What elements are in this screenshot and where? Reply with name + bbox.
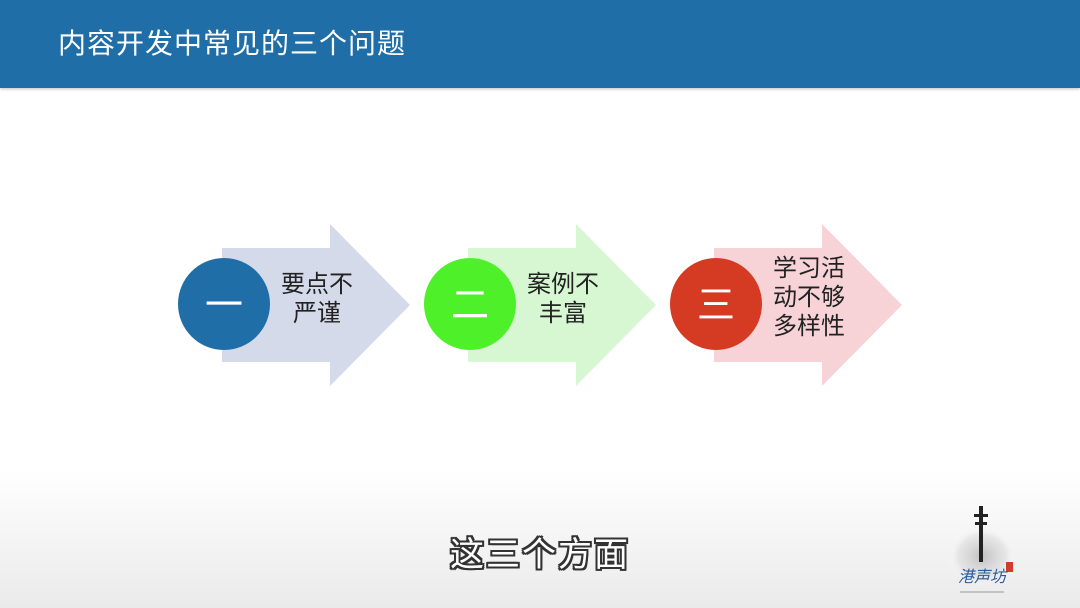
logo-text: 港声坊 [958, 567, 1007, 586]
arrow-shape-1 [222, 224, 410, 386]
numeral-3: 三 [697, 283, 735, 327]
video-subtitle: 这三个方面 [450, 535, 630, 575]
number-circle-1 [178, 258, 270, 350]
arrow-shape-3 [714, 224, 902, 386]
number-circle-3 [670, 258, 762, 350]
slide-title: 内容开发中常见的三个问题 [58, 27, 407, 60]
item-label-2: 案例不 丰富 [527, 270, 599, 327]
slide-header: 内容开发中常见的三个问题 [0, 0, 1080, 88]
arrow-shape-2 [468, 224, 656, 386]
ink-brush-logo-icon [948, 506, 1016, 593]
item-label-1: 要点不 严谨 [281, 270, 353, 327]
bottom-fade [0, 470, 1080, 608]
numeral-1: 一 [205, 283, 243, 327]
item-label-3: 学习活 动不够 多样性 [773, 254, 845, 340]
number-circle-2 [424, 258, 516, 350]
numeral-2: 二 [451, 283, 489, 327]
